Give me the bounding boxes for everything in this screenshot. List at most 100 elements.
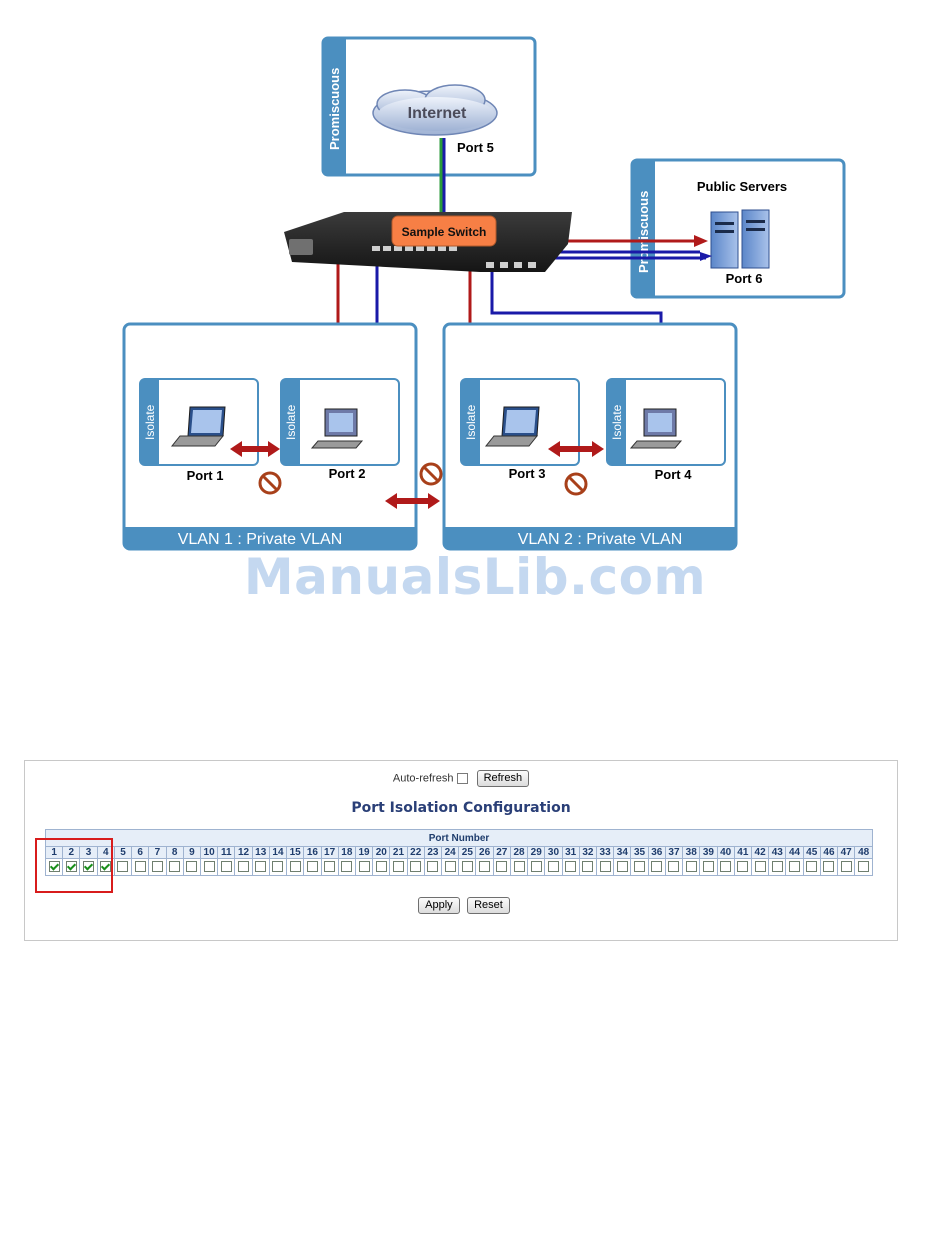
port-17-checkbox[interactable] (324, 861, 336, 873)
isolate-label-2: Isolate (284, 404, 298, 440)
port-5-checkbox[interactable] (117, 861, 129, 873)
port-31-checkbox[interactable] (565, 861, 577, 873)
port-number-cell: 39 (699, 846, 718, 859)
port-checkbox-cell (165, 858, 184, 876)
port-number-cell: 9 (182, 846, 201, 859)
reset-button[interactable]: Reset (467, 897, 510, 915)
vlan-1-label: VLAN 1 : Private VLAN (178, 531, 343, 548)
port-12-checkbox[interactable] (238, 861, 250, 873)
action-buttons: Apply Reset (25, 897, 897, 915)
port-34-checkbox[interactable] (616, 861, 628, 873)
port-36-checkbox[interactable] (651, 861, 663, 873)
port-checkbox-cell (682, 858, 701, 876)
port-checkbox-cell (544, 858, 563, 876)
port-20-checkbox[interactable] (375, 861, 387, 873)
port-checkbox-cell (372, 858, 391, 876)
port-checkbox-cell (199, 858, 219, 876)
port-23-checkbox[interactable] (427, 861, 439, 873)
port-checkbox-cell (62, 858, 81, 876)
port-6-checkbox[interactable] (134, 861, 146, 873)
port-46-checkbox[interactable] (823, 861, 835, 873)
port-13-checkbox[interactable] (255, 861, 267, 873)
laptop-icon (484, 406, 540, 447)
port-19-checkbox[interactable] (358, 861, 370, 873)
port-22-checkbox[interactable] (410, 861, 422, 873)
port-number-cell: 10 (199, 846, 219, 859)
port-39-checkbox[interactable] (702, 861, 714, 873)
port-8-checkbox[interactable] (169, 861, 181, 873)
port-number-cell: 12 (234, 846, 253, 859)
port-checkbox-cell (148, 858, 167, 876)
port-45-checkbox[interactable] (806, 861, 818, 873)
public-servers-label: Public Servers (697, 179, 787, 194)
laptop-icon (170, 406, 226, 447)
sample-switch: Sample Switch (284, 212, 572, 272)
port-24-checkbox[interactable] (444, 861, 456, 873)
port-checkbox-cell (79, 858, 98, 876)
port-40-checkbox[interactable] (720, 861, 732, 873)
port-number-cell: 48 (854, 846, 873, 859)
port-4-checkbox[interactable] (100, 861, 112, 873)
port-21-checkbox[interactable] (392, 861, 404, 873)
internet-box: Promiscuous Internet Port 5 (321, 36, 537, 177)
port-checkbox-cell (492, 858, 511, 876)
port-checkbox-cell (131, 858, 150, 876)
port-checkbox-cell (509, 858, 529, 876)
port-27-checkbox[interactable] (496, 861, 508, 873)
port-2-checkbox[interactable] (65, 861, 77, 873)
port-checkbox-cell (475, 858, 494, 876)
port-checkbox-cell (234, 858, 253, 876)
port-number-cell: 14 (268, 846, 288, 859)
apply-button[interactable]: Apply (418, 897, 460, 915)
port-number-cell: 24 (441, 846, 460, 859)
port-number-cell: 36 (647, 846, 666, 859)
port-10-checkbox[interactable] (203, 861, 215, 873)
port-11-checkbox[interactable] (220, 861, 232, 873)
port-number-cell: 22 (406, 846, 425, 859)
port-41-checkbox[interactable] (737, 861, 749, 873)
port-32-checkbox[interactable] (582, 861, 594, 873)
port-number-cell: 25 (458, 846, 477, 859)
port-38-checkbox[interactable] (685, 861, 697, 873)
blocked-arrow-vlan1-vlan2 (385, 493, 440, 509)
port-9-checkbox[interactable] (186, 861, 198, 873)
port-30-checkbox[interactable] (547, 861, 559, 873)
port-16-checkbox[interactable] (306, 861, 318, 873)
port-checkbox-cell (441, 858, 460, 876)
promiscuous-label-servers: Promiscuous (636, 191, 651, 273)
port-28-checkbox[interactable] (513, 861, 525, 873)
port-26-checkbox[interactable] (479, 861, 491, 873)
no-entry-icon-2 (419, 462, 443, 486)
port-checkbox-cell (561, 858, 580, 876)
port-25-checkbox[interactable] (461, 861, 473, 873)
port-47-checkbox[interactable] (840, 861, 852, 873)
port-7-checkbox[interactable] (151, 861, 163, 873)
port-33-checkbox[interactable] (599, 861, 611, 873)
port-number-cell: 23 (423, 846, 443, 859)
refresh-row: Auto-refresh Refresh (25, 770, 897, 787)
port-number-cell: 41 (733, 846, 752, 859)
vlan-2-label: VLAN 2 : Private VLAN (518, 531, 683, 548)
port-3-checkbox[interactable] (83, 861, 95, 873)
port-checkbox-cell (578, 858, 598, 876)
port-37-checkbox[interactable] (668, 861, 680, 873)
port-35-checkbox[interactable] (634, 861, 646, 873)
port-checkbox-cell (423, 858, 443, 876)
port-number-cell: 2 (62, 846, 81, 859)
port-44-checkbox[interactable] (789, 861, 801, 873)
port-checkbox-cell (750, 858, 770, 876)
port-1-checkbox[interactable] (48, 861, 60, 873)
port-checkbox-cell (44, 858, 64, 876)
port-checkbox-cell (802, 858, 821, 876)
port-checkbox-cell (630, 858, 649, 876)
port-48-checkbox[interactable] (858, 861, 870, 873)
port-18-checkbox[interactable] (341, 861, 353, 873)
refresh-button[interactable]: Refresh (476, 770, 530, 787)
port-15-checkbox[interactable] (289, 861, 301, 873)
port-14-checkbox[interactable] (272, 861, 284, 873)
port-43-checkbox[interactable] (771, 861, 783, 873)
port-29-checkbox[interactable] (530, 861, 542, 873)
auto-refresh-checkbox[interactable] (456, 773, 468, 784)
port-42-checkbox[interactable] (754, 861, 766, 873)
